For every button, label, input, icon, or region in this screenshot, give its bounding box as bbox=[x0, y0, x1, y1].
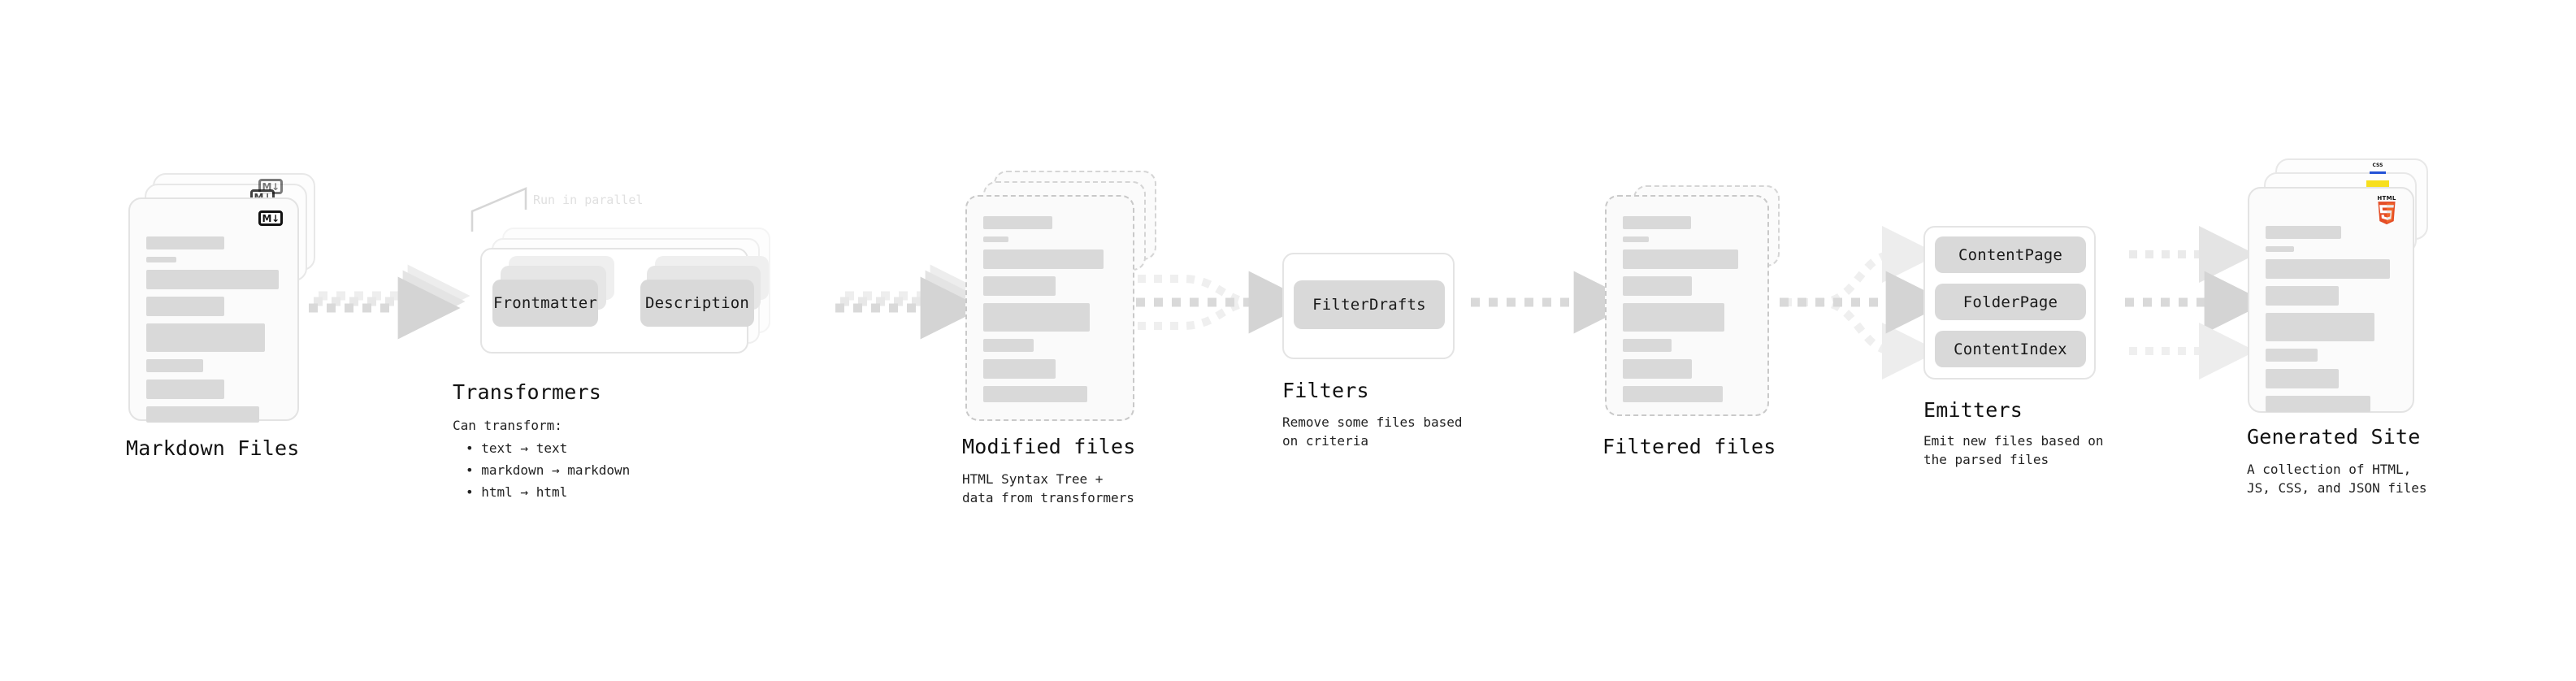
run-in-parallel-bracket bbox=[471, 187, 527, 232]
modified-card-placeholder-lines bbox=[983, 216, 1117, 410]
markdown-icon: M↓ bbox=[258, 210, 283, 226]
transformers-subtitle: Can transform: bbox=[453, 418, 562, 433]
chip-frontmatter[interactable]: Frontmatter bbox=[492, 280, 598, 327]
modified-card bbox=[965, 195, 1134, 421]
chip-description-label: Description bbox=[644, 294, 750, 312]
chip-contentpage-label: ContentPage bbox=[1958, 245, 2063, 264]
stage-filtered-files: Filtered files bbox=[0, 0, 1780, 681]
site-card-placeholder-lines bbox=[2266, 226, 2396, 419]
markdown-card: M↓ bbox=[128, 197, 299, 423]
html5-icon-shield bbox=[2378, 202, 2396, 225]
stage-title-filtered-files: Filtered files bbox=[1602, 435, 1776, 458]
chip-frontmatter-label: Frontmatter bbox=[492, 294, 598, 312]
arrow-transformers-to-modified bbox=[835, 264, 993, 340]
arrow-emitters-to-site bbox=[2125, 226, 2267, 380]
stage-title-markdown-files: Markdown Files bbox=[126, 436, 300, 460]
stage-transformers: Run in parallel Frontmatter Description … bbox=[0, 0, 770, 681]
arrow-filtered-to-emitters bbox=[1780, 226, 1949, 380]
chip-contentindex[interactable]: ContentIndex bbox=[1935, 331, 2086, 367]
html5-icon-tag: HTML bbox=[2377, 195, 2396, 202]
stage-title-emitters: Emitters bbox=[1923, 398, 2023, 422]
chip-description[interactable]: Description bbox=[640, 280, 754, 327]
stage-generated-site: CSS HTML bbox=[0, 0, 2428, 681]
stage-title-transformers: Transformers bbox=[453, 380, 602, 404]
chip-folderpage[interactable]: FolderPage bbox=[1935, 284, 2086, 320]
transformers-bullet-1: • text → text bbox=[466, 440, 568, 456]
stage-markdown-files: M↓ M↓ M↓ Markdown Files bbox=[0, 0, 341, 681]
stage-filters: FilterDrafts Filters Remove some files b… bbox=[0, 0, 1463, 681]
filters-subtitle: Remove some files based on criteria bbox=[1282, 414, 1463, 449]
css-icon-label: CSS bbox=[2372, 163, 2383, 168]
generated-site-subtitle: A collection of HTML, JS, CSS, and JSON … bbox=[2247, 462, 2427, 497]
emitters-subtitle: Emit new files based on the parsed files bbox=[1923, 433, 2104, 468]
filtered-card bbox=[1605, 195, 1769, 416]
chip-contentpage[interactable]: ContentPage bbox=[1935, 236, 2086, 273]
run-in-parallel-label: Run in parallel bbox=[533, 193, 644, 207]
filtered-card-placeholder-lines bbox=[1623, 216, 1751, 410]
css-icon: CSS bbox=[2370, 163, 2386, 174]
site-card: HTML bbox=[2248, 187, 2414, 413]
stage-emitters: ContentPage FolderPage ContentIndex Emit… bbox=[0, 0, 2104, 681]
stage-title-modified-files: Modified files bbox=[962, 435, 1136, 458]
modified-files-subtitle: HTML Syntax Tree + data from transformer… bbox=[962, 471, 1134, 506]
stage-title-filters: Filters bbox=[1282, 379, 1369, 402]
transformers-bullet-2: • markdown → markdown bbox=[466, 462, 631, 478]
chip-contentindex-label: ContentIndex bbox=[1954, 340, 2067, 358]
arrow-modified-to-filters bbox=[1136, 271, 1312, 334]
chip-folderpage-label: FolderPage bbox=[1962, 293, 2058, 311]
css-icon-bar bbox=[2370, 171, 2386, 174]
stage-modified-files: Modified files HTML Syntax Tree + data f… bbox=[0, 0, 1156, 681]
html5-icon: HTML bbox=[2376, 195, 2397, 227]
transformers-bullet-3: • html → html bbox=[466, 484, 568, 500]
stage-title-generated-site: Generated Site bbox=[2247, 425, 2421, 449]
chip-filterdrafts-label: FilterDrafts bbox=[1312, 296, 1426, 314]
chip-filterdrafts[interactable]: FilterDrafts bbox=[1294, 280, 1445, 329]
markdown-card-placeholder-lines bbox=[146, 236, 281, 430]
